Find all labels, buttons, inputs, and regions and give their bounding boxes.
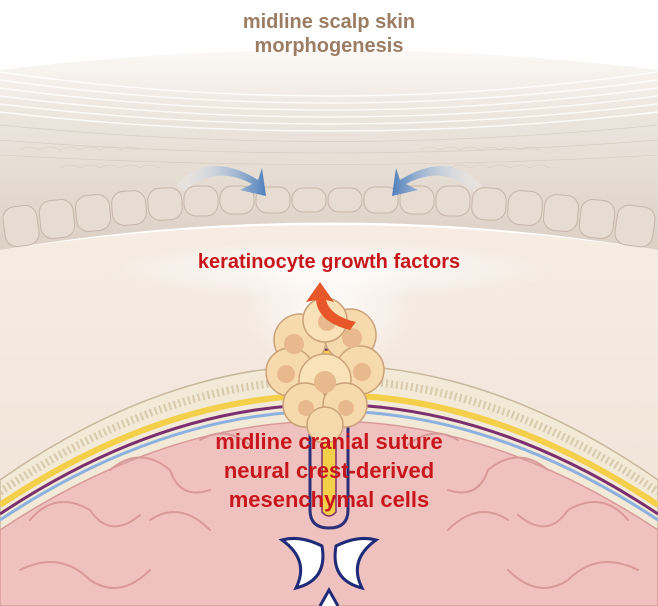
title-line-2: morphogenesis [0,36,658,57]
suture-label-line-1: midline cranial suture [0,430,658,453]
suture-label-line-2: neural crest-derived [0,459,658,482]
suture-label-line-3: mesenchymal cells [0,488,658,511]
title-line-1: midline scalp skin [0,12,658,33]
growth-factors-label: keratinocyte growth factors [0,252,658,273]
